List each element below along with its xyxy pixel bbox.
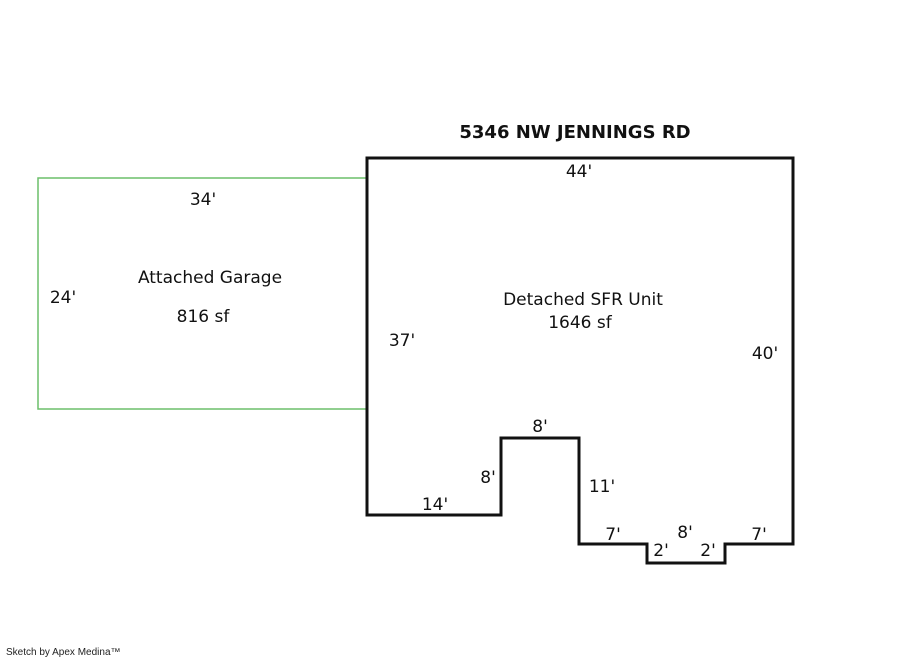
unit-dim-step-right: 7' — [751, 525, 767, 545]
garage-name: Attached Garage — [138, 268, 282, 288]
unit-dim-notch-left: 8' — [480, 468, 496, 488]
unit-dim-left: 37' — [389, 331, 415, 351]
garage-dim-top: 34' — [190, 190, 216, 210]
unit-outline — [365, 156, 795, 565]
unit-dim-bump-right: 2' — [700, 541, 716, 561]
unit-area: 1646 sf — [548, 313, 613, 333]
garage-area: 816 sf — [177, 307, 231, 327]
unit-dim-bottom-left: 14' — [422, 495, 448, 515]
garage-outline — [37, 177, 368, 410]
unit-dim-top: 44' — [566, 162, 592, 182]
sketch-credit: Sketch by Apex Medina™ — [6, 647, 121, 658]
unit-dim-bump-left: 2' — [653, 541, 669, 561]
garage-dim-left: 24' — [50, 288, 76, 308]
unit-dim-right: 40' — [752, 344, 778, 364]
unit-dim-notch-top: 8' — [532, 417, 548, 437]
unit-name: Detached SFR Unit — [503, 290, 663, 310]
sketch-title: 5346 NW JENNINGS RD — [459, 122, 690, 143]
unit-dim-bump-bottom: 8' — [677, 523, 693, 543]
unit-dim-step-left: 7' — [605, 525, 621, 545]
unit-dim-notch-right: 11' — [589, 477, 615, 497]
